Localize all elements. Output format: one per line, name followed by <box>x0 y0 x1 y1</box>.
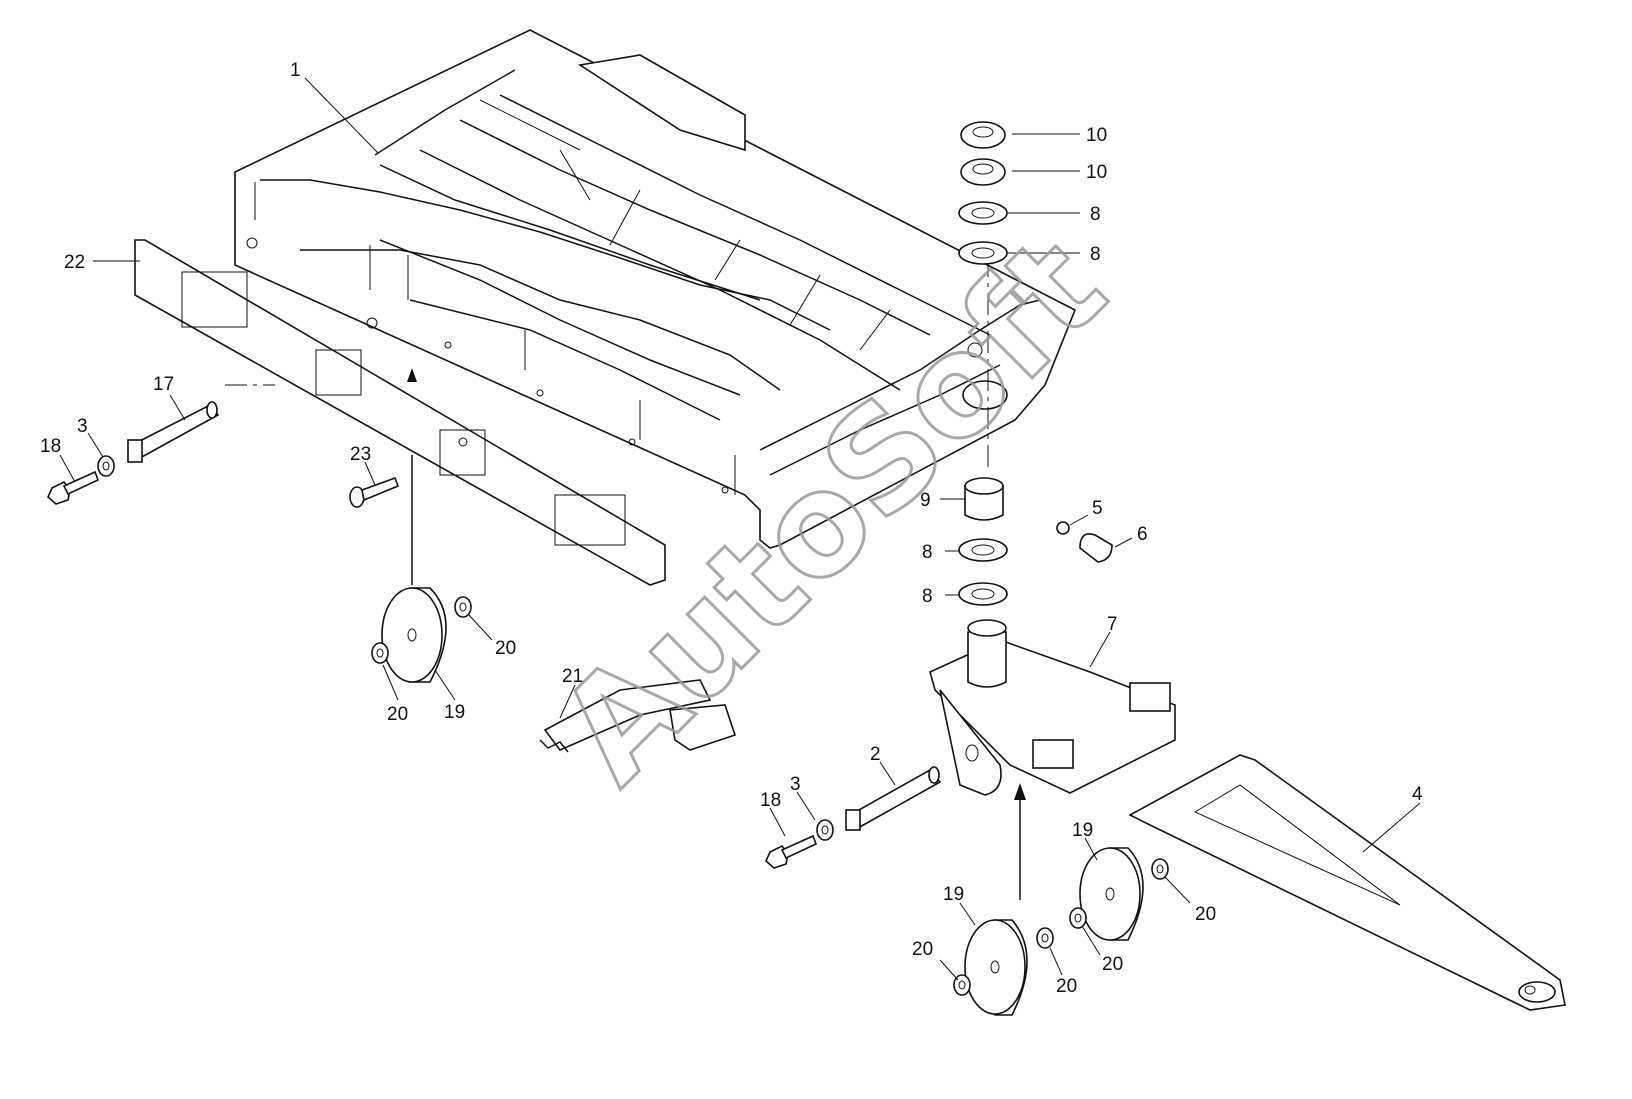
callout-5: 5 <box>1092 498 1103 519</box>
part-3-washer-right <box>816 819 834 841</box>
callout-21: 21 <box>562 666 583 687</box>
callout-19-left: 19 <box>444 702 465 723</box>
part-20-washer-right-c <box>1036 927 1054 949</box>
callout-10-lower: 10 <box>1086 162 1107 183</box>
callout-4: 4 <box>1412 784 1423 805</box>
part-17-pin <box>127 401 220 463</box>
callout-2: 2 <box>870 744 881 765</box>
part-20-washer-left-b <box>371 642 389 664</box>
part-21-pedal-assembly <box>539 679 737 753</box>
callout-18-left: 18 <box>40 436 61 457</box>
part-20-washer-right-b <box>1069 907 1087 929</box>
callout-3-left: 3 <box>77 416 88 437</box>
callout-1: 1 <box>290 60 301 81</box>
arrow-head-left-top <box>407 368 417 382</box>
part-10-nut-lower <box>960 158 1006 186</box>
part-3-washer-left <box>97 455 115 477</box>
part-19-wheel-left <box>381 587 447 683</box>
callout-20-right-d: 20 <box>912 939 933 960</box>
callout-20-right-b: 20 <box>1102 954 1123 975</box>
callout-9: 9 <box>920 490 931 511</box>
part-22-side-panel <box>134 239 666 586</box>
part-7-caster-fork <box>929 619 1176 796</box>
part-5-screw <box>1056 521 1070 535</box>
callout-7: 7 <box>1107 614 1118 635</box>
callout-19-right-lower: 19 <box>943 884 964 905</box>
part-20-washer-right-a <box>1151 858 1169 880</box>
callout-10-upper: 10 <box>1086 125 1107 146</box>
callout-19-right-upper: 19 <box>1072 820 1093 841</box>
part-9-bushing <box>964 477 1004 521</box>
callout-8-b: 8 <box>1090 244 1101 265</box>
callout-3-right: 3 <box>790 774 801 795</box>
part-8-washer-b <box>958 241 1008 265</box>
part-8-washer-c <box>958 538 1008 562</box>
callout-22: 22 <box>64 252 85 273</box>
part-8-washer-a <box>958 201 1008 225</box>
part-23-screw <box>349 476 400 508</box>
callout-20-right-a: 20 <box>1195 904 1216 925</box>
leader-lines <box>59 77 1421 981</box>
callout-20-left-b: 20 <box>387 704 408 725</box>
callout-numbers: 1 22 17 3 18 23 21 20 20 19 10 10 8 8 9 … <box>40 60 1423 997</box>
callout-20-right-c: 20 <box>1056 976 1077 997</box>
part-1-chassis-frame <box>234 29 1077 549</box>
part-8-washer-d <box>958 582 1008 606</box>
part-2-pin <box>845 766 942 831</box>
callout-17: 17 <box>153 374 174 395</box>
callout-8-a: 8 <box>1090 204 1101 225</box>
part-6-clamp <box>1079 533 1113 563</box>
callout-20-left-a: 20 <box>495 638 516 659</box>
part-10-nut-upper <box>960 121 1006 149</box>
part-20-washer-left-a <box>454 596 472 618</box>
callout-6: 6 <box>1137 524 1148 545</box>
arrow-head-right <box>1014 783 1026 800</box>
part-18-bolt-right <box>765 834 818 869</box>
callout-8-c: 8 <box>922 542 933 563</box>
part-19-wheel-right-lower <box>964 919 1028 1016</box>
part-19-wheel-right-upper <box>1079 847 1144 941</box>
part-4-tow-handle <box>1128 754 1566 1011</box>
part-18-bolt-left <box>47 470 100 505</box>
callout-8-d: 8 <box>922 586 933 607</box>
callout-18-right: 18 <box>760 790 781 811</box>
callout-23: 23 <box>350 444 371 465</box>
